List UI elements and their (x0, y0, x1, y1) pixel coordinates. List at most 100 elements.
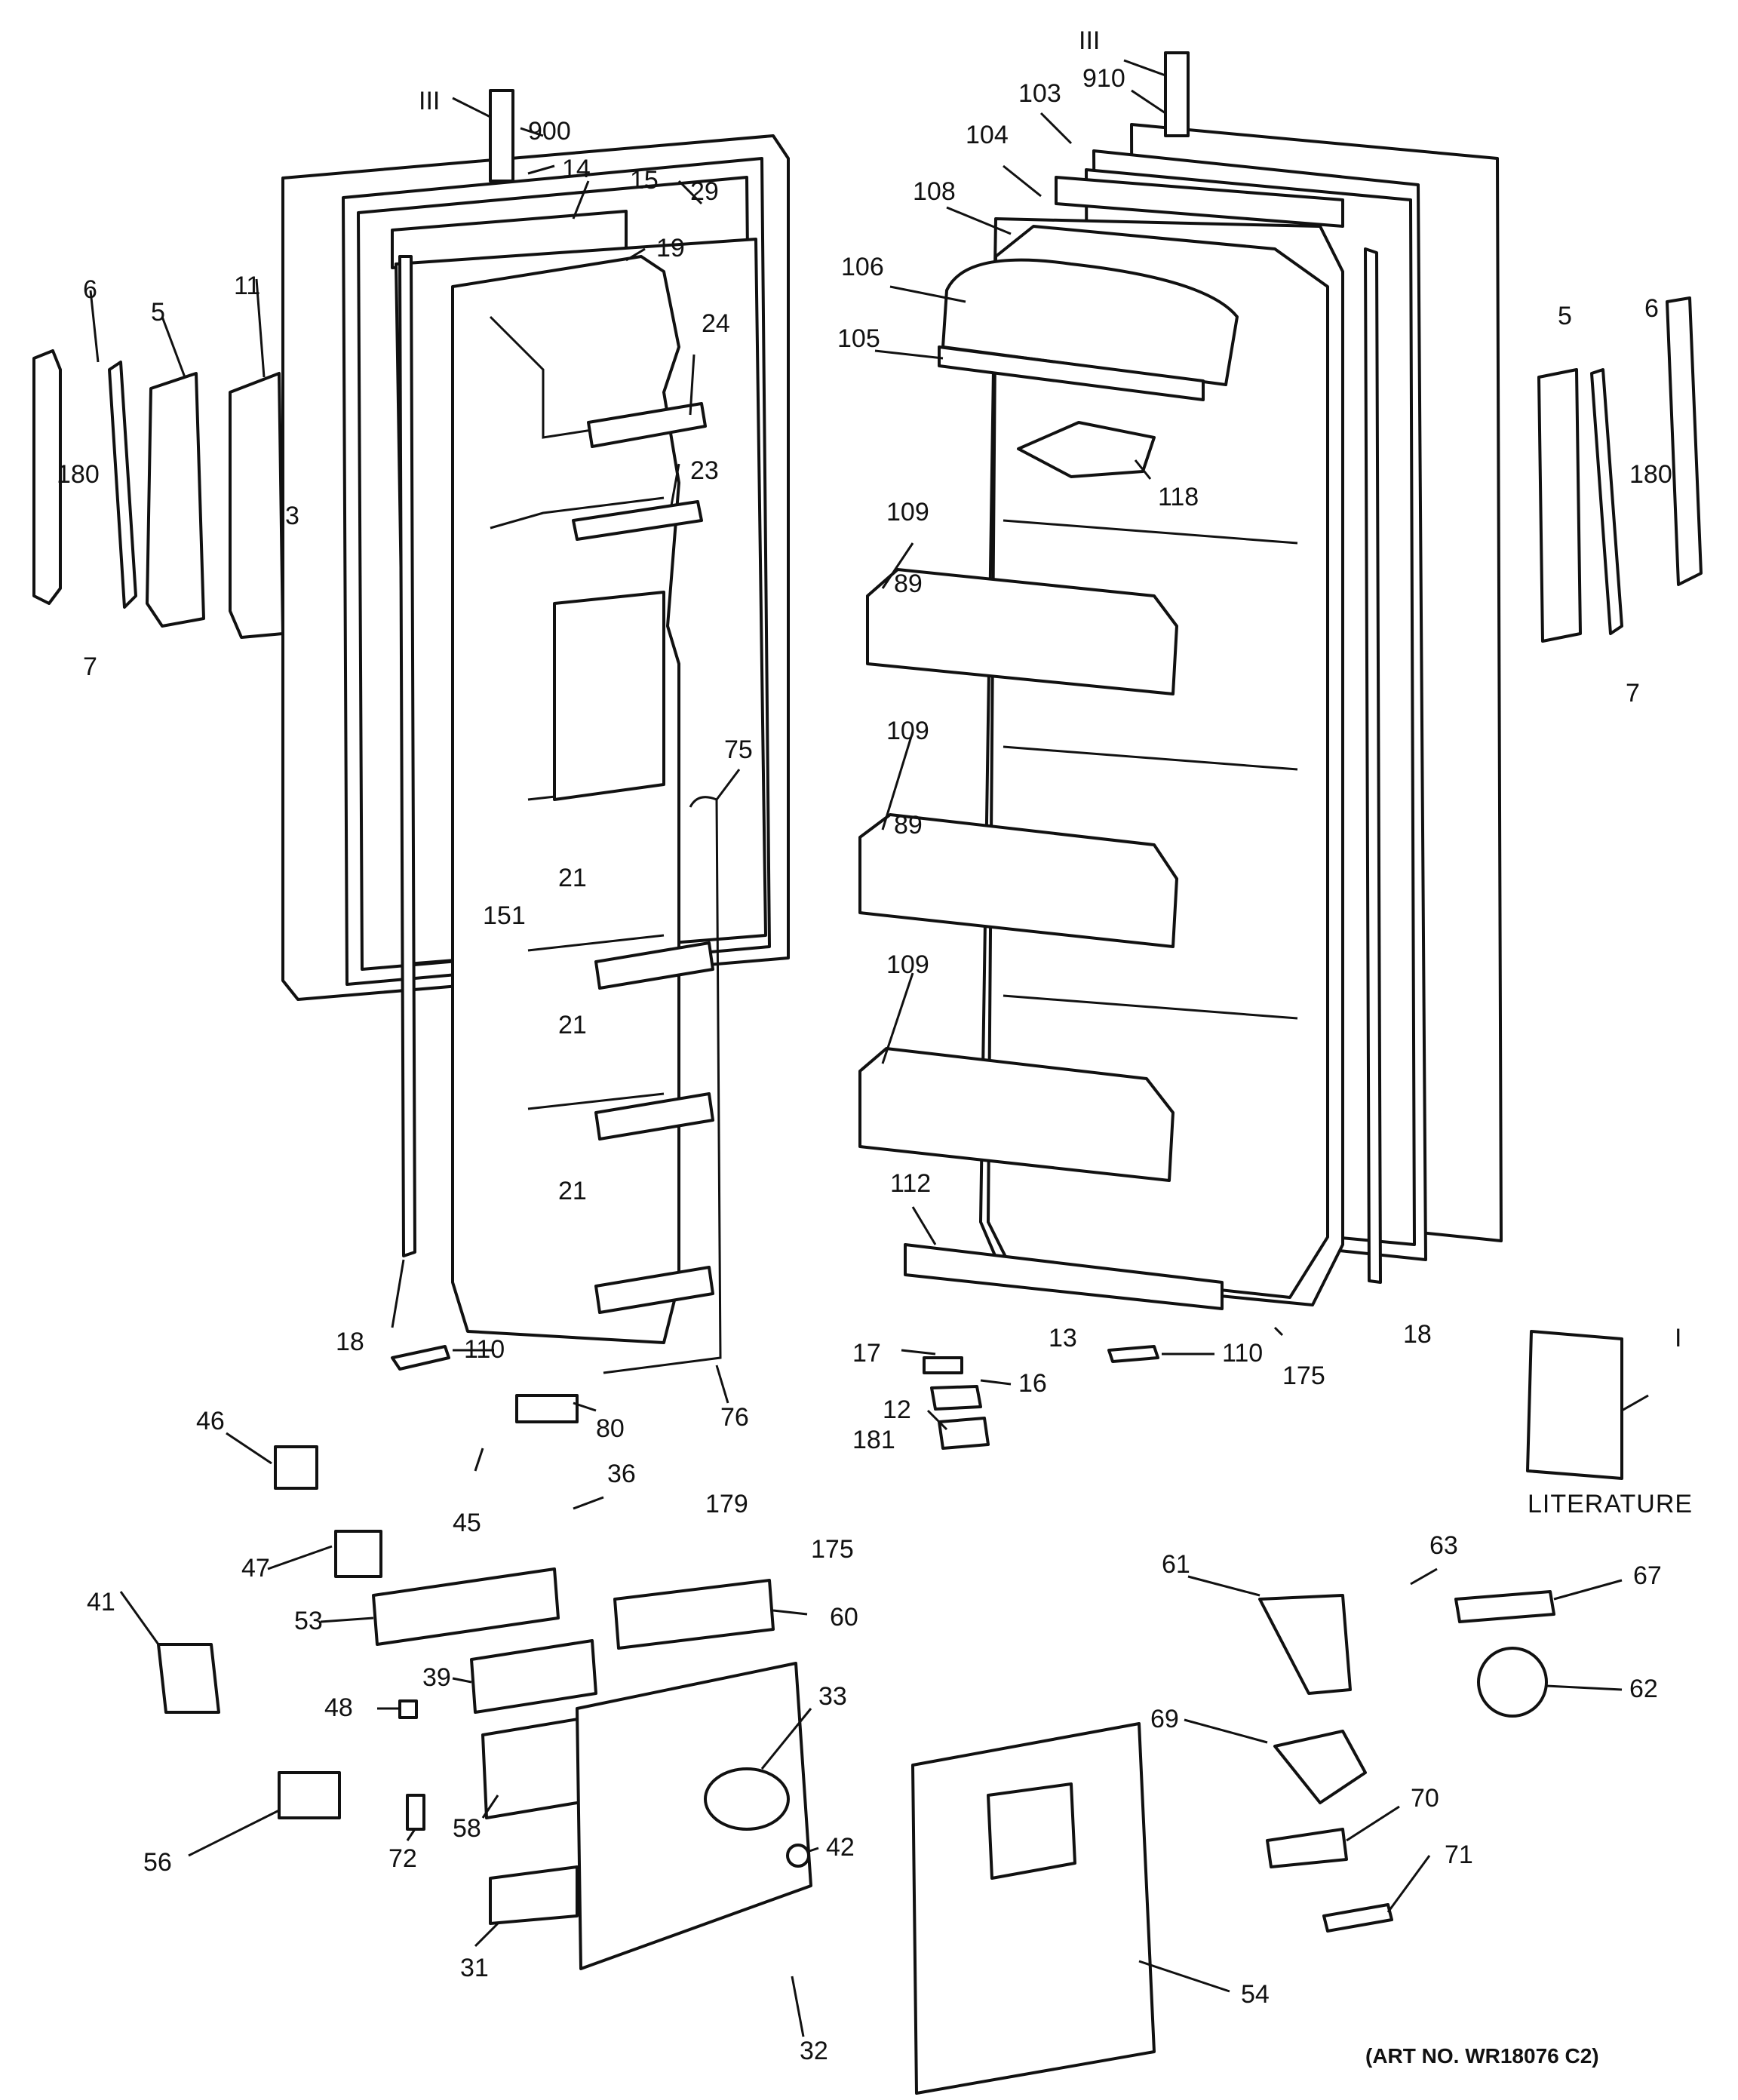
callout: 54 (1241, 1980, 1270, 2009)
switch-housing-47 (334, 1530, 382, 1578)
freezer-handle-mount-11 (229, 372, 284, 639)
callout: 179 (705, 1490, 748, 1518)
callout: 46 (196, 1407, 225, 1435)
freezer-door-dispenser-recess (553, 591, 665, 801)
freezer-door-assembly (281, 89, 790, 1344)
freezer-hinge-pin-III (489, 89, 514, 183)
callout: 56 (143, 1848, 172, 1877)
switch-knob-46 (274, 1445, 318, 1490)
callout: 7 (83, 652, 97, 681)
callout: 41 (87, 1588, 115, 1616)
literature-label: LITERATURE (1528, 1490, 1693, 1518)
callout: 89 (894, 811, 923, 840)
cap-110-left (391, 1345, 450, 1371)
callout: 80 (596, 1414, 625, 1443)
callout: 175 (1282, 1362, 1325, 1390)
callout: III (419, 87, 440, 115)
callout: 108 (913, 177, 956, 206)
callout: 109 (886, 498, 929, 527)
callout: 109 (886, 717, 929, 745)
door-bin-109-bottom (858, 1047, 1175, 1182)
door-bin-trim-112 (904, 1243, 1224, 1310)
pc-board-39 (470, 1639, 597, 1714)
freezer-door-rail-21b (594, 1092, 714, 1141)
callout: 53 (294, 1607, 323, 1635)
switch-48 (398, 1699, 418, 1719)
dairy-door-trim-105 (938, 345, 1205, 401)
fitting-80 (515, 1394, 579, 1423)
callout: 106 (841, 253, 884, 281)
callout: 23 (690, 456, 719, 485)
fresh-food-gasket-strip-18 (1364, 247, 1382, 1284)
callout: 75 (724, 735, 753, 764)
callout: 151 (483, 901, 526, 930)
cover-60 (613, 1579, 775, 1650)
bracket-67 (1454, 1590, 1555, 1623)
callout: 19 (656, 234, 685, 262)
seal-ring-62 (1477, 1647, 1548, 1718)
callout: 45 (453, 1509, 481, 1537)
door-bin-109-top (866, 568, 1178, 695)
callout: 69 (1150, 1705, 1179, 1733)
freezer-handle-6 (32, 349, 62, 605)
screw-42 (786, 1844, 810, 1868)
callout-labels: III 900 14 15 29 19 24 23 11 5 6 180 3 7… (57, 26, 1681, 2065)
callout: 70 (1411, 1784, 1439, 1813)
solenoid-56 (278, 1771, 341, 1819)
callout: 76 (720, 1403, 749, 1432)
small-hardware (391, 796, 1623, 1480)
callout: I (1675, 1324, 1681, 1352)
bottom-hinge-12 (938, 1417, 990, 1450)
callout: 60 (830, 1603, 858, 1632)
fresh-food-top-breaker-strip (1055, 176, 1344, 228)
fresh-food-handles (1537, 296, 1703, 643)
callout: 21 (558, 864, 587, 892)
callout: 110 (464, 1335, 505, 1364)
freezer-door-rail-23 (572, 500, 703, 541)
callout: 71 (1445, 1841, 1473, 1869)
callout: 18 (1403, 1320, 1432, 1349)
callout: 6 (1644, 294, 1659, 323)
callout: 118 (1158, 483, 1199, 511)
callout: 63 (1429, 1531, 1458, 1560)
chute-69 (1273, 1730, 1367, 1804)
callout: 42 (826, 1833, 855, 1862)
freezer-handles (32, 349, 284, 639)
callout: 36 (607, 1460, 636, 1488)
dairy-compartment-door-106 (941, 258, 1239, 386)
freezer-door-rail-21a (594, 941, 714, 990)
bracket-41 (157, 1643, 220, 1714)
callout: 29 (690, 177, 719, 206)
callout: 17 (852, 1339, 881, 1368)
callout: 103 (1018, 79, 1061, 108)
callout: 24 (702, 309, 730, 338)
dispenser-front-panel-54 (911, 1722, 1156, 2095)
callout: 11 (234, 272, 260, 300)
literature-booklet (1526, 1330, 1623, 1480)
callout: 62 (1629, 1675, 1658, 1703)
callout: 175 (811, 1535, 854, 1564)
fresh-food-door-assembly (858, 51, 1503, 1310)
butter-bin-118 (1017, 421, 1156, 478)
callout: 105 (837, 324, 880, 353)
actuator-33 (704, 1767, 790, 1831)
callout: 112 (890, 1169, 931, 1198)
funnel-61 (1258, 1594, 1352, 1695)
callout: III (1079, 26, 1100, 55)
dispenser-opening (987, 1782, 1076, 1880)
fresh-food-handle-6 (1666, 296, 1703, 586)
callout: 21 (558, 1177, 587, 1205)
callout: 900 (528, 117, 571, 146)
art-number: (ART NO. WR18076 C2) (1365, 2044, 1599, 2068)
callout: 67 (1633, 1561, 1662, 1590)
callout: 32 (800, 2037, 828, 2065)
callout-leader-lines (89, 59, 1649, 2037)
fresh-food-handle-cap-5 (1537, 368, 1582, 643)
freezer-door-rail-24 (587, 402, 707, 448)
callout: 89 (894, 570, 923, 598)
callout: 6 (83, 275, 97, 304)
callout: 3 (285, 502, 299, 530)
callout: 7 (1626, 679, 1640, 708)
